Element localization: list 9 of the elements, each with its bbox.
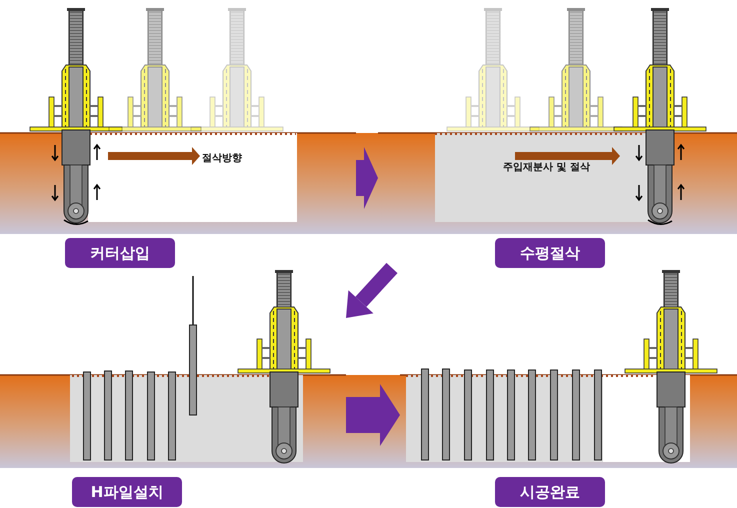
direction-label: 주입재분사 및 절삭 [503, 161, 590, 174]
flow-arrow [356, 147, 378, 209]
step-label: H파일설치 [72, 477, 182, 507]
direction-label: 절삭방향 [202, 152, 242, 165]
flow-arrow [346, 384, 400, 446]
flow-arrow [346, 262, 398, 318]
step-label: 커터삽입 [65, 238, 175, 268]
step-label: 수평절삭 [495, 238, 605, 268]
step-label: 시공완료 [495, 477, 605, 507]
